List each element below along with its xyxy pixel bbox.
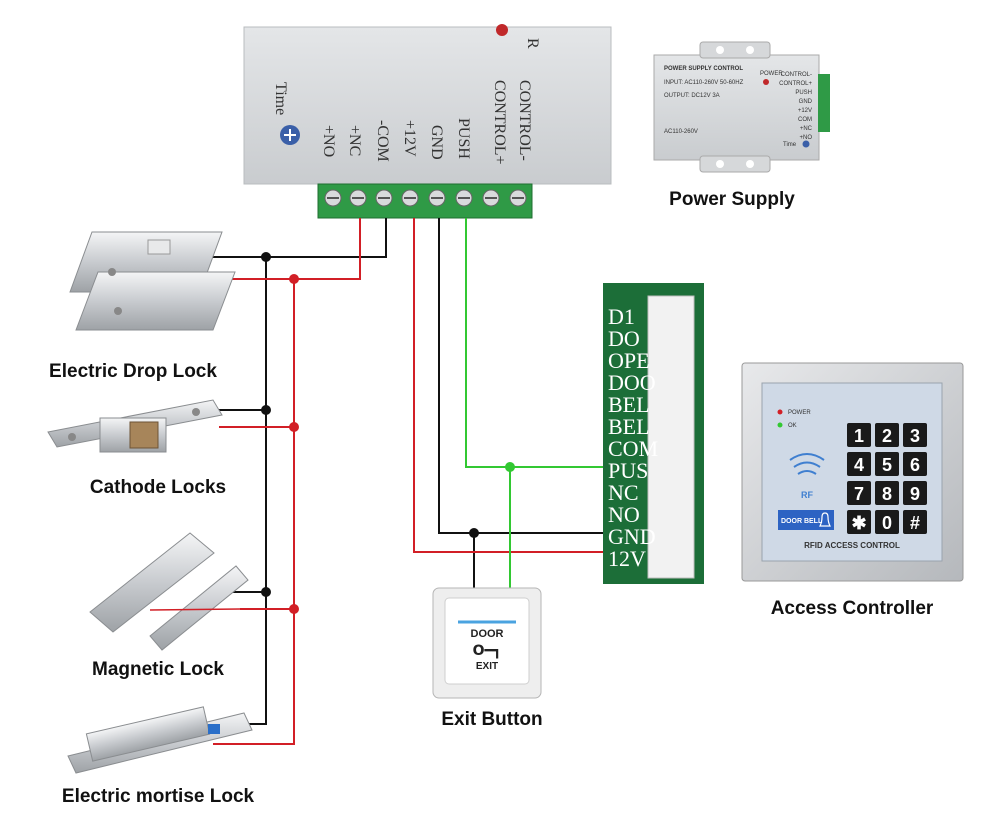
pcb-label-bell-1: BEL [608, 392, 650, 417]
lock-caption-electric-drop: Electric Drop Lock [49, 361, 217, 382]
exit-button-door-text: DOOR [471, 628, 504, 640]
power-supply-plate-title: POWER SUPPLY CONTROL [664, 66, 743, 72]
key-2: 2 [882, 426, 892, 446]
pcb-label-open: OPE [608, 348, 650, 373]
exit-button-image: DOOR O━┓ EXIT [432, 587, 542, 699]
key-4: 4 [854, 455, 864, 475]
power-supply-output-text: OUTPUT: DC12V 3A [664, 93, 720, 99]
power-indicator-label: POWER [788, 410, 811, 416]
terminal-block [317, 183, 533, 219]
wire-junction-dots [261, 252, 515, 614]
electric-drop-lock-image [69, 231, 236, 331]
key-6: 6 [910, 455, 920, 475]
keypad-keys: 1 2 3 4 5 6 7 8 9 ✱ 0 # [847, 423, 927, 534]
pcb-label-12v: 12V [608, 546, 646, 571]
lock-caption-magnetic: Magnetic Lock [92, 659, 224, 680]
key-hash: # [910, 513, 920, 533]
ok-indicator-label: OK [788, 423, 797, 429]
black-wires [213, 218, 606, 725]
key-star: ✱ [851, 513, 866, 533]
red-wires [213, 218, 606, 745]
power-indicator-icon [777, 409, 783, 415]
bell-icon [819, 512, 831, 527]
ps-time-adjust-icon [802, 140, 810, 148]
ps-terminal-control-plus: CONTROL+ [779, 81, 812, 87]
exit-button-caption: Exit Button [441, 709, 542, 730]
key-3: 3 [910, 426, 920, 446]
rfid-access-control-label: RFID ACCESS CONTROL [804, 541, 900, 550]
power-supply-input-text: INPUT: AC110-260V 50-60HZ [664, 80, 744, 86]
led-label-fragment: R [524, 38, 541, 49]
terminal-label-push: PUSH [455, 118, 472, 159]
ps-time-label: Time [783, 142, 797, 148]
power-supply-caption: Power Supply [669, 189, 795, 210]
power-supply-led-icon [763, 79, 769, 85]
pcb-label-com: COM [608, 436, 658, 461]
terminal-label-no: +NO [320, 125, 337, 157]
ps-terminal-nc: +NC [800, 126, 813, 132]
key-7: 7 [854, 484, 864, 504]
magnetic-lock-image [89, 532, 249, 651]
cathode-lock-image [47, 399, 223, 453]
pcb-label-no: NO [608, 502, 640, 527]
terminal-label-12v: +12V [401, 120, 418, 157]
ps-terminal-com: COM [798, 117, 812, 123]
green-wires [465, 218, 606, 596]
exit-button-exit-text: EXIT [476, 661, 498, 672]
rfid-wave-icon [789, 453, 825, 475]
terminal-label-control-minus: CONTROL- [516, 80, 533, 161]
terminal-label-gnd: GND [428, 125, 445, 160]
ps-terminal-control-minus: CONTROL- [781, 72, 812, 78]
terminal-label-com: -COM [374, 120, 391, 162]
terminal-label-nc: +NC [346, 125, 363, 156]
pcb-label-d1: D1 [608, 304, 635, 329]
electric-mortise-lock-image [67, 706, 253, 774]
lock-caption-electric-mortise: Electric mortise Lock [62, 786, 255, 807]
key-5: 5 [882, 455, 892, 475]
ps-terminal-12v: +12V [798, 108, 812, 114]
terminal-label-control-plus: CONTROL+ [491, 80, 508, 165]
key-icon: O━┓ [473, 643, 502, 659]
ok-indicator-icon [777, 422, 783, 428]
lock-caption-cathode: Cathode Locks [90, 477, 226, 498]
pcb-label-do: DO [608, 326, 640, 351]
main-power-unit: R Time CONTROL- CONTROL+ PUSH GND +12V -… [243, 24, 612, 185]
pcb-label-door: DOO [608, 370, 656, 395]
access-controller-caption: Access Controller [771, 598, 934, 619]
key-0: 0 [882, 513, 892, 533]
key-9: 9 [910, 484, 920, 504]
time-label: Time [272, 82, 289, 115]
pcb-label-push: PUS [608, 458, 648, 483]
pcb-label-bell-2: BEL [608, 414, 650, 439]
access-controller-pcb: D1 DO OPE DOO BEL BEL COM PUS NC NO GND … [603, 283, 704, 584]
ps-terminal-push: PUSH [795, 90, 812, 96]
power-led-icon [496, 24, 508, 36]
doorbell-label: DOOR BELL [781, 518, 823, 525]
pcb-label-nc: NC [608, 480, 639, 505]
power-supply-ac-text: AC110-260V [664, 129, 698, 135]
pcb-label-gnd: GND [608, 524, 656, 549]
rf-label: RF [801, 490, 813, 500]
key-8: 8 [882, 484, 892, 504]
power-supply-led-label: POWER [760, 71, 783, 77]
power-supply: POWER SUPPLY CONTROL INPUT: AC110-260V 5… [653, 41, 830, 173]
access-controller-keypad: POWER OK RF DOOR BELL RFID ACCESS CONTRO… [741, 362, 964, 582]
key-1: 1 [854, 426, 864, 446]
ps-terminal-gnd: GND [799, 99, 813, 105]
ps-terminal-no: +NO [799, 135, 812, 141]
